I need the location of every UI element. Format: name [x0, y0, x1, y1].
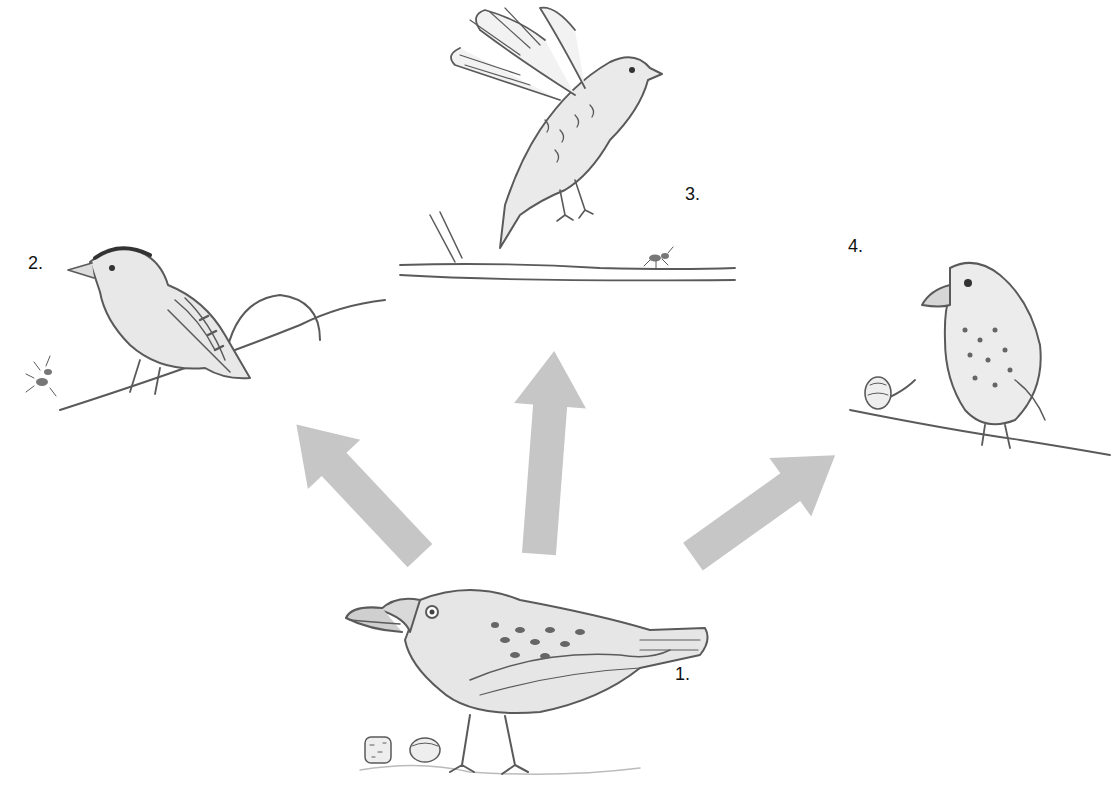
warbler-finch-drawing: [26, 248, 385, 410]
callout-number: 4.: [848, 237, 863, 257]
bird-figure: 3.: [395, 5, 740, 345]
bird-figure: 2.: [20, 240, 395, 420]
block-arrow: [683, 455, 835, 570]
block-arrow: [514, 351, 586, 555]
callout-number: 2.: [28, 254, 43, 274]
ground-finch-drawing: [346, 590, 708, 774]
callout-number: 3.: [685, 185, 700, 205]
block-arrow: [296, 424, 432, 567]
bird-figure: 1.: [345, 560, 715, 785]
tree-finch-drawing: [850, 263, 1110, 455]
flying-finch-drawing: [400, 8, 735, 281]
callout-number: 1.: [675, 665, 690, 685]
bird-figure: 4.: [840, 235, 1112, 475]
